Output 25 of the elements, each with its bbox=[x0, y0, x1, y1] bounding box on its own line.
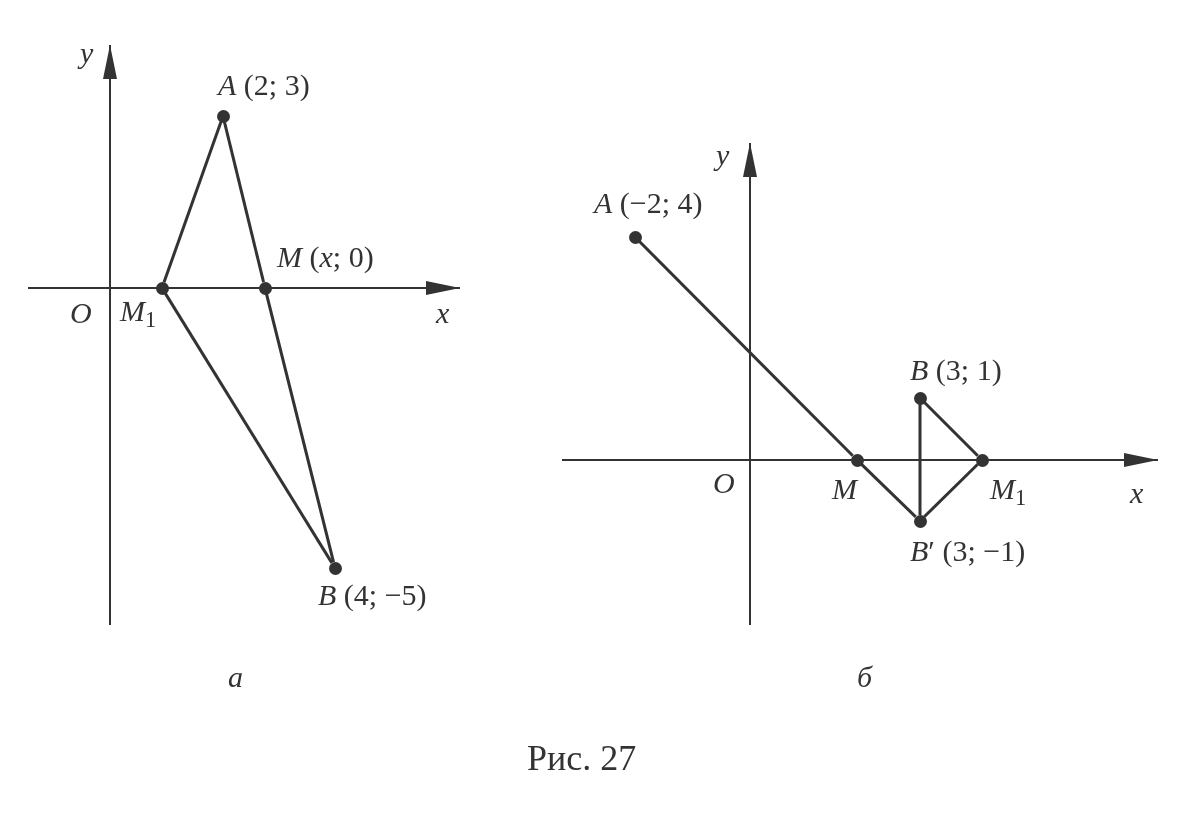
axis-label: O bbox=[70, 298, 92, 328]
line-segment bbox=[222, 121, 266, 283]
figure-caption: Рис. 27 bbox=[527, 740, 637, 776]
panel-letter: б bbox=[857, 662, 873, 692]
point-label: B (3; 1) bbox=[910, 355, 1002, 385]
line-segment bbox=[923, 463, 979, 518]
axis-label: O bbox=[713, 468, 735, 498]
line-segment bbox=[923, 401, 979, 457]
line-segment bbox=[860, 463, 917, 518]
point-label: B (4; −5) bbox=[318, 580, 427, 610]
line-segment bbox=[265, 293, 335, 563]
point-label: A (−2; 4) bbox=[594, 188, 703, 218]
line-segment bbox=[163, 292, 334, 564]
axis-label: x bbox=[1130, 478, 1144, 508]
point-label: M bbox=[832, 474, 857, 504]
axis-label: x bbox=[436, 298, 450, 328]
line-segment bbox=[162, 121, 223, 283]
point-label: A (2; 3) bbox=[218, 70, 310, 100]
point-label: M$_{1}$ bbox=[120, 296, 157, 326]
point-label: M$_{1}$ bbox=[990, 474, 1027, 504]
point-label: B′ (3; −1) bbox=[910, 536, 1026, 566]
line-segment bbox=[918, 404, 922, 515]
point-label: M (x; 0) bbox=[277, 242, 374, 272]
panel-letter: а bbox=[228, 662, 243, 692]
line-segment bbox=[638, 240, 854, 457]
